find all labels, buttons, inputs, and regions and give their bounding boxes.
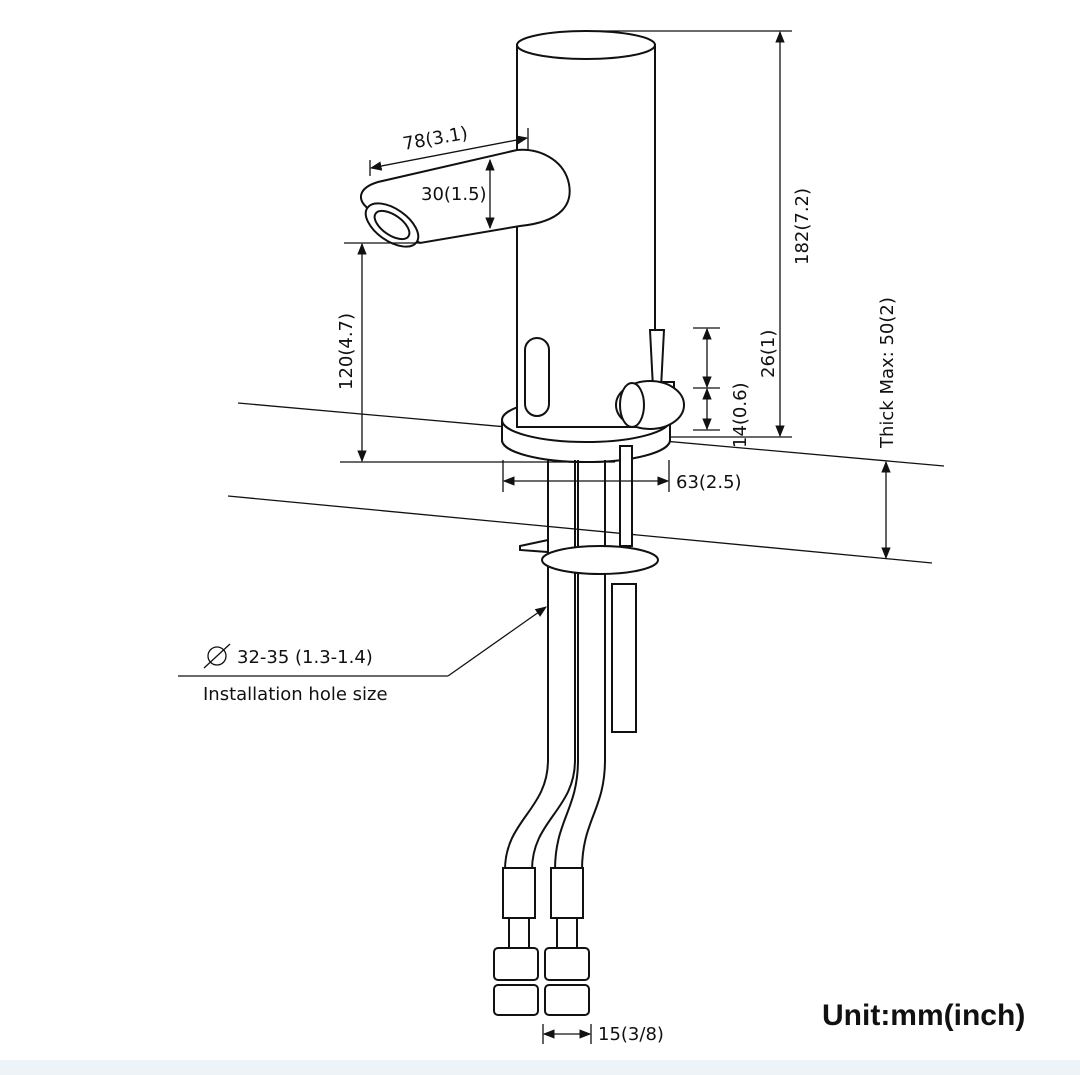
dim-total-height: 182(7.2) (600, 30, 813, 438)
label-hole-size: 32-35 (1.3-1.4) (237, 647, 373, 668)
unit-label: Unit:mm(inch) (822, 999, 1025, 1032)
label-installation-hole: Installation hole size (203, 684, 388, 705)
faucet-handle (615, 329, 685, 430)
dim-spout-height: 30(1.5) (421, 158, 495, 230)
sensor-window (524, 337, 550, 417)
dim-handle: 26(1) 14(0.6) (693, 327, 779, 448)
footer-band (0, 1060, 1080, 1075)
label-handle-height: 26(1) (758, 330, 779, 378)
hole-callout: 32-35 (1.3-1.4) Installation hole size (178, 606, 547, 705)
faucet-body (501, 30, 671, 463)
label-spout-clearance: 120(4.7) (336, 313, 357, 390)
dim-base-diameter: 63(2.5) (502, 460, 742, 493)
diameter-icon (203, 643, 231, 669)
label-handle-offset: 14(0.6) (730, 382, 751, 448)
label-total-height: 182(7.2) (792, 188, 813, 265)
label-hose-spacing: 15(3/8) (598, 1024, 664, 1045)
label-max-thickness: Thick Max: 50(2) (877, 297, 898, 449)
dim-spout-clearance: 120(4.7) (336, 242, 615, 463)
supply-pipes (493, 460, 606, 1016)
dim-hose-spacing: 15(3/8) (542, 1024, 664, 1045)
label-base-diameter: 63(2.5) (676, 472, 742, 493)
faucet-spout (360, 148, 571, 248)
dim-max-thickness: Thick Max: 50(2) (877, 297, 898, 560)
label-spout-height: 30(1.5) (421, 184, 487, 205)
mounting-hardware (519, 445, 659, 733)
label-spout-length: 78(3.1) (401, 123, 469, 155)
